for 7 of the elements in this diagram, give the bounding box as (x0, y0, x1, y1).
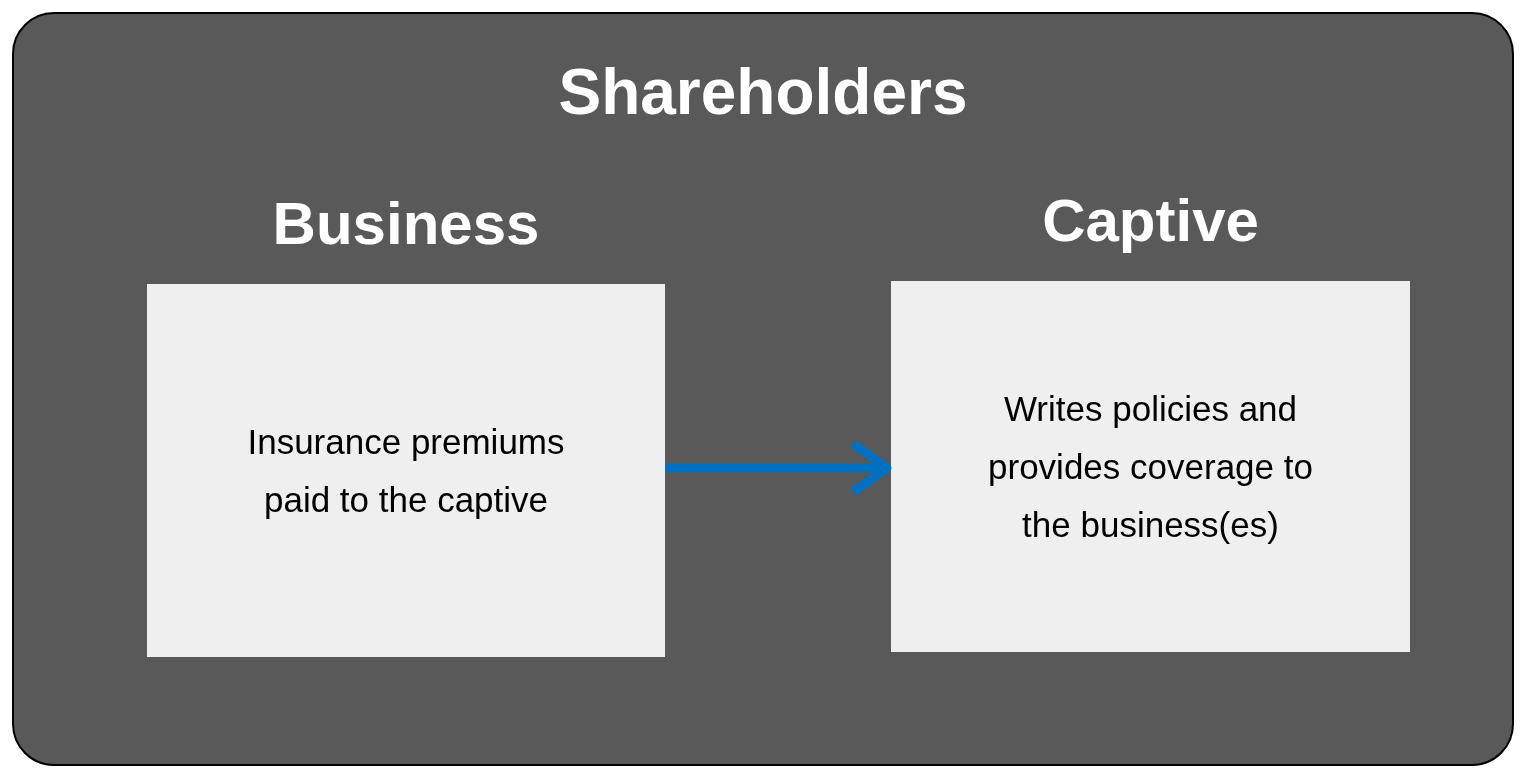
panel-title: Shareholders (557, 55, 969, 130)
box-text: Writes policies and provides coverage to the business(es) (987, 387, 1314, 546)
arrow (665, 439, 892, 497)
group-panel (12, 12, 1514, 766)
box-text: Insurance premiums paid to the captive (246, 420, 566, 521)
box-heading: Business (271, 189, 541, 259)
box-heading: Captive (1041, 186, 1260, 256)
